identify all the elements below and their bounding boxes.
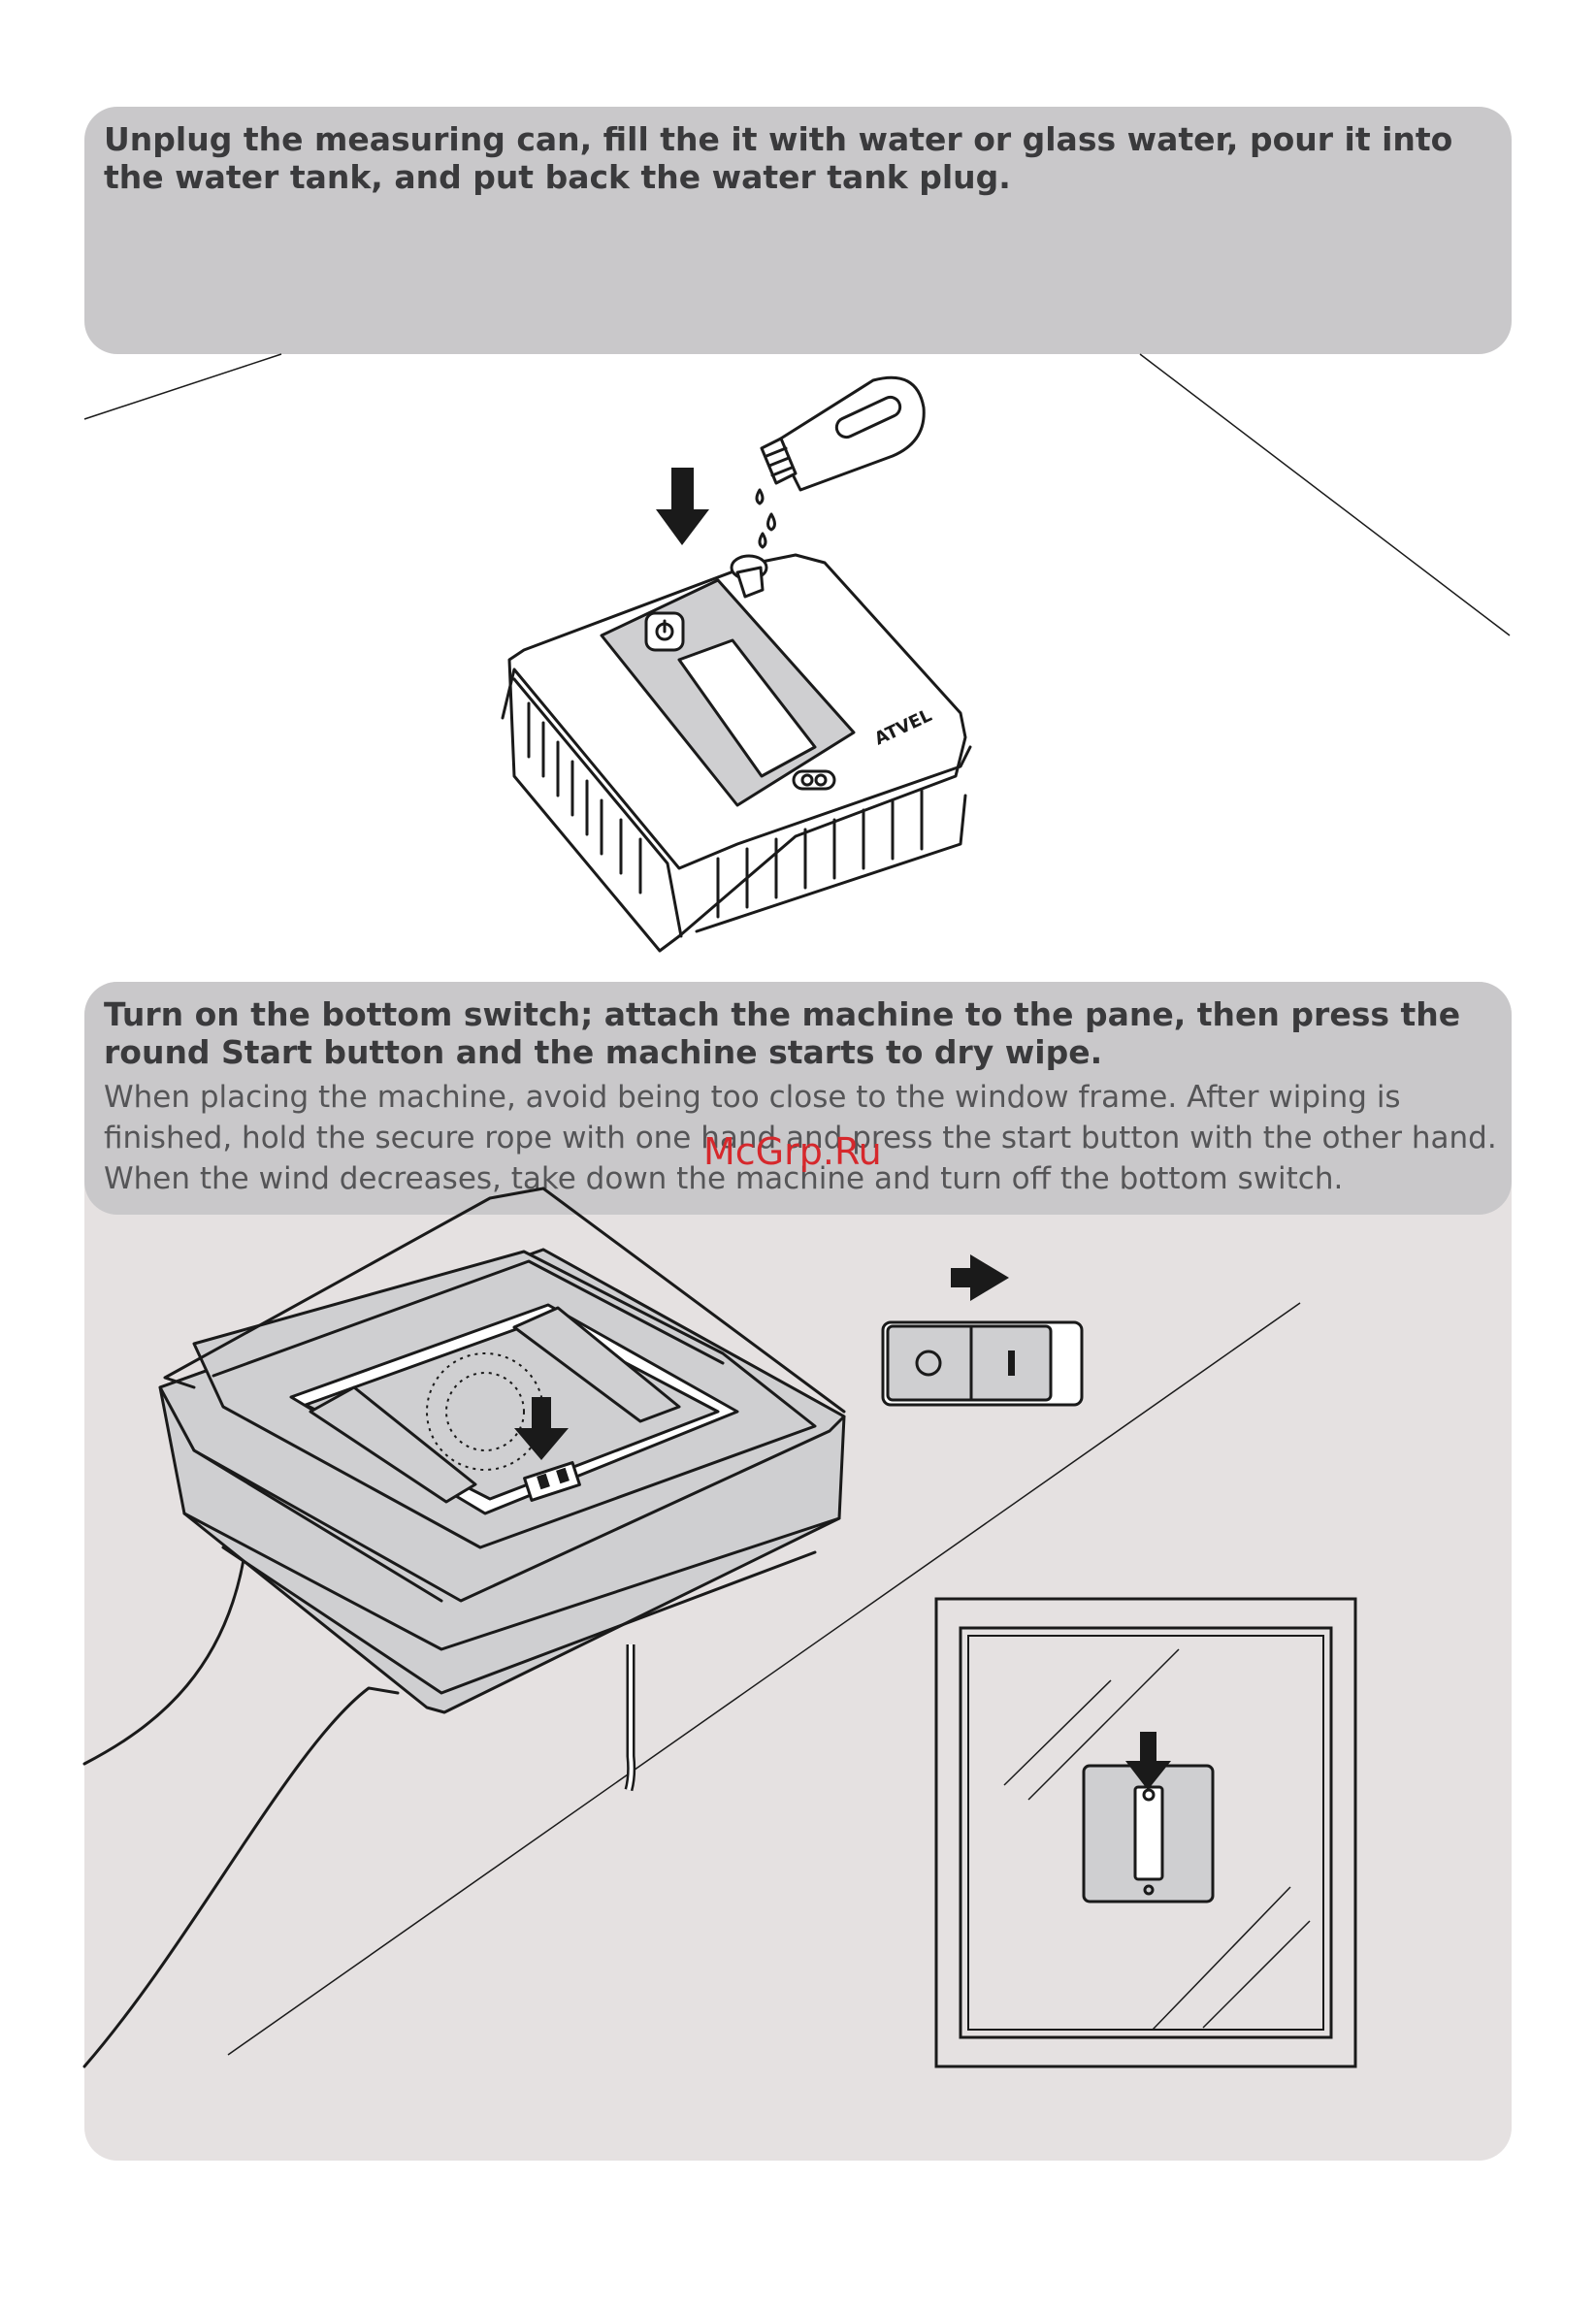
- measuring-can-icon: [755, 375, 926, 549]
- step-1-panel: Unplug the measuring can, fill the it wi…: [84, 107, 1512, 354]
- down-arrow-icon: [656, 468, 709, 545]
- step-2-panel: Turn on the bottom switch; attach the ma…: [84, 982, 1512, 1215]
- robot-topview-icon: ATVEL: [501, 553, 972, 953]
- fill-tank-illustration: ATVEL: [83, 353, 1511, 953]
- step-2-text: When placing the machine, avoid being to…: [104, 1080, 1497, 1196]
- step-2-title: Turn on the bottom switch; attach the ma…: [104, 995, 1461, 1071]
- watermark: McGrp.Ru: [703, 1130, 882, 1173]
- step-1-title: Unplug the measuring can, fill the it wi…: [104, 120, 1453, 196]
